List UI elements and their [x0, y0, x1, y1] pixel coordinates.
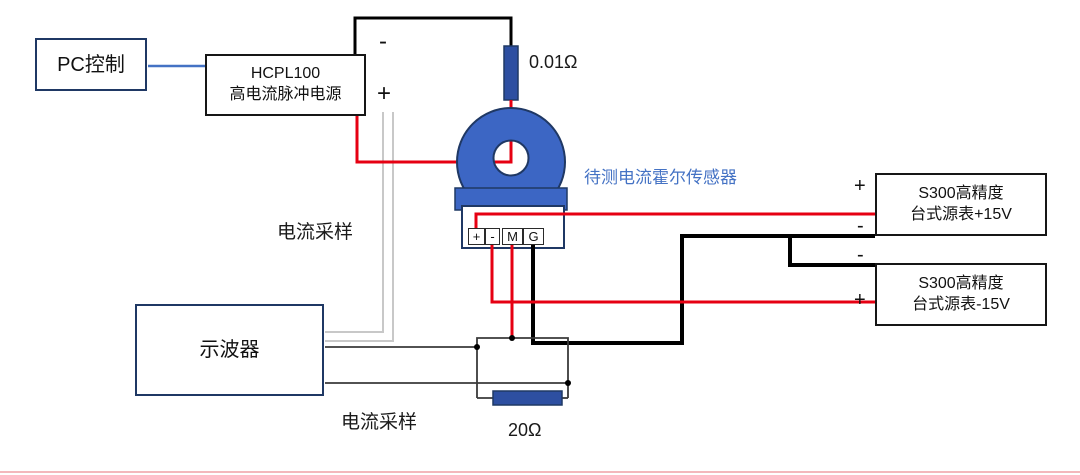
- sensor-name-label: 待测电流霍尔传感器: [584, 168, 737, 187]
- wire-sample-gray-1: [325, 112, 384, 333]
- source-meter-negative-line1: S300高精度: [918, 274, 1004, 292]
- wire-sample-gray-2: [325, 112, 394, 342]
- oscilloscope-label: 示波器: [199, 339, 260, 361]
- terminal-cell-minus: -: [485, 228, 500, 245]
- sample-label-bottom: 电流采样: [341, 412, 418, 433]
- pulse-source-box: HCPL100 高电流脉冲电源: [205, 54, 366, 116]
- output-plus-label: +: [377, 80, 392, 107]
- load-resistor: [492, 390, 563, 406]
- pulse-source-line2: 高电流脉冲电源: [229, 86, 342, 103]
- wire-supply-positive: [474, 212, 875, 230]
- junction-dot-2: [565, 380, 571, 386]
- terminal-cell-g: G: [523, 228, 544, 245]
- output-minus-label: -: [379, 28, 387, 55]
- source-meter-positive-box: S300高精度 台式源表+15V: [875, 173, 1047, 236]
- junction-dot-3: [509, 335, 515, 341]
- pc-control-box: PC控制: [35, 38, 147, 91]
- terminal-cell-m: M: [502, 228, 523, 245]
- wire-load-loop: [476, 337, 569, 398]
- source-meter-positive-line1: S300高精度: [918, 184, 1004, 202]
- oscilloscope-box: 示波器: [135, 304, 324, 396]
- wire-output-negative: [353, 16, 513, 54]
- srcpos-plus-label: +: [854, 175, 866, 197]
- bottom-divider: [0, 471, 1080, 473]
- load-value-label: 20Ω: [508, 420, 542, 440]
- terminal-cell-plus: +: [468, 228, 485, 245]
- sample-label-top: 电流采样: [277, 222, 354, 243]
- srcneg-plus-label: +: [854, 289, 866, 311]
- shunt-value-label: 0.01Ω: [529, 52, 578, 72]
- source-meter-negative-line2: 台式源表-15V: [912, 295, 1010, 313]
- wire-supply-bracket: [788, 236, 875, 267]
- pulse-source-line1: HCPL100: [250, 65, 321, 83]
- srcneg-minus-label: -: [857, 244, 864, 266]
- wire-supply-negative: [490, 244, 875, 304]
- wire-ground: [531, 234, 875, 345]
- pc-control-label: PC控制: [57, 53, 125, 76]
- junction-dot-1: [474, 344, 480, 350]
- shunt-resistor: [503, 45, 519, 101]
- source-meter-negative-box: S300高精度 台式源表-15V: [875, 263, 1047, 326]
- source-meter-positive-line2: 台式源表+15V: [910, 205, 1012, 223]
- srcpos-minus-label: -: [857, 215, 864, 237]
